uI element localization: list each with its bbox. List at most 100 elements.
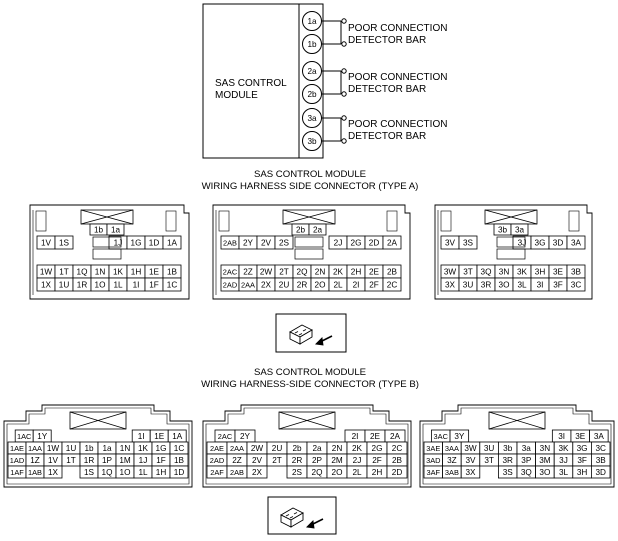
pin-label: 2I — [352, 432, 359, 441]
pin-label: 2H — [351, 268, 362, 277]
pin-label: 2I — [353, 281, 360, 290]
pin-label: 2L — [352, 468, 362, 477]
pin-cell: 3G — [572, 441, 592, 455]
pin-cell: 2C — [386, 441, 408, 455]
pin-cell: 2D — [364, 235, 384, 250]
pin-label: 3a — [515, 226, 525, 235]
pin-label: 2AD — [223, 281, 237, 290]
pin-label: 2J — [334, 239, 343, 248]
pin-label: 2Q — [312, 468, 323, 477]
pin-label: 2X — [252, 468, 263, 477]
pin-label: 1P — [102, 456, 113, 465]
module-pin-label: 1a — [307, 17, 317, 26]
pin-cell: 2Y — [238, 235, 258, 250]
module-pin-1b: 1b — [302, 34, 322, 54]
pin-label: 3J — [518, 239, 527, 248]
type-a-title-line2: WIRING HARNESS SIDE CONNECTOR (TYPE A) — [202, 181, 419, 192]
pin-label: 1AD — [10, 456, 24, 465]
pin-label: 2F — [372, 456, 382, 465]
pin-cell: 3Z — [442, 453, 462, 467]
pin-cell: 2G — [346, 235, 366, 250]
pin-cell: 2a — [306, 441, 328, 455]
pin-label: 1W — [47, 444, 60, 453]
pin-label: 2N — [332, 444, 343, 453]
pin-label: 3T — [484, 456, 494, 465]
pin-label: 1C — [174, 444, 185, 453]
pin-label: 2AA — [241, 281, 255, 290]
pin-label: 3D — [553, 239, 564, 248]
pin-cell: 1F — [144, 277, 164, 292]
pin-cell: 1a — [106, 223, 125, 236]
pin-cell: 1W — [36, 264, 56, 279]
pin-cell: 3X — [460, 465, 481, 479]
pin-cell: 3AF — [423, 465, 444, 479]
pin-label: 3AB — [445, 468, 459, 477]
pin-cell: 2B — [382, 264, 402, 279]
pin-cell: 2AB — [220, 235, 240, 250]
pin-cell: 1V — [43, 453, 63, 467]
pin-cell: 2L — [346, 465, 368, 479]
pin-label: 1K — [113, 268, 124, 277]
pin-label: 3H — [577, 468, 588, 477]
pin-cell: 2E — [364, 429, 386, 443]
pin-cell: 1B — [169, 453, 189, 467]
pin-cell: 2R — [292, 277, 312, 292]
pin-cell: 2S — [286, 465, 308, 479]
pin-cell: 2J — [328, 235, 348, 250]
pin-cell: 2U — [266, 441, 288, 455]
detector-bar-2-line2: DETECTOR BAR — [348, 84, 426, 95]
pin-label: 3X — [445, 281, 456, 290]
pin-cell: 1C — [169, 441, 189, 455]
pin-label: 2AB — [223, 239, 237, 248]
pin-cell: 2A — [384, 429, 406, 443]
pin-label: 2AF — [210, 468, 224, 477]
pin-label: 3AA — [445, 444, 459, 453]
pin-label: 1W — [40, 268, 53, 277]
pin-cell: 1K — [133, 441, 153, 455]
pin-label: 2a — [313, 226, 323, 235]
pin-label: 1R — [84, 456, 95, 465]
pin-cell: 1A — [167, 429, 187, 443]
pin-cell: 1Q — [97, 465, 117, 479]
pin-label: 3A — [594, 432, 605, 441]
pin-label: 1J — [139, 456, 148, 465]
pin-cell: 1K — [108, 264, 128, 279]
pin-cell: 1E — [149, 429, 169, 443]
pin-label: 2D — [369, 239, 380, 248]
pin-label: 3a — [522, 444, 532, 453]
detector-bar-1-line1: POOR CONNECTION — [348, 23, 447, 34]
pin-label: 1A — [172, 432, 183, 441]
pin-label: 2AC — [223, 268, 238, 277]
pin-label: 2B — [392, 456, 403, 465]
pin-label: 1X — [41, 281, 52, 290]
module-label-line2: MODULE — [215, 90, 258, 101]
pin-cell: 1H — [126, 264, 146, 279]
module-pin-label: 2a — [307, 67, 317, 76]
pin-cell: 2AA — [226, 441, 248, 455]
pin-cell: 2N — [310, 264, 330, 279]
pin-cell: 3I — [530, 277, 550, 292]
pin-cell: 3V — [440, 235, 460, 250]
harness-plug-icon — [275, 313, 347, 353]
pin-label: 1V — [41, 239, 52, 248]
pin-label: 1Z — [30, 456, 40, 465]
pin-cell: 2AD — [220, 277, 240, 292]
pin-cell: 2M — [326, 453, 348, 467]
pin-cell: 3A — [589, 429, 609, 443]
pin-cell: 2AA — [238, 277, 258, 292]
pin-label: 1F — [156, 456, 166, 465]
pin-label: 2U — [279, 281, 290, 290]
pin-cell: 2AD — [206, 453, 228, 467]
pin-label: 2Z — [232, 456, 242, 465]
pin-label: 2O — [315, 281, 326, 290]
type-a-title-line1: SAS CONTROL MODULE — [254, 169, 366, 180]
pin-label: 1N — [120, 444, 131, 453]
pin-cell: 1AE — [7, 441, 27, 455]
pin-label: 1R — [77, 281, 88, 290]
pin-cell: 2R — [286, 453, 308, 467]
pin-label: 3R — [502, 456, 513, 465]
pin-cell: 2b — [286, 441, 308, 455]
pin-label: 3C — [595, 444, 606, 453]
